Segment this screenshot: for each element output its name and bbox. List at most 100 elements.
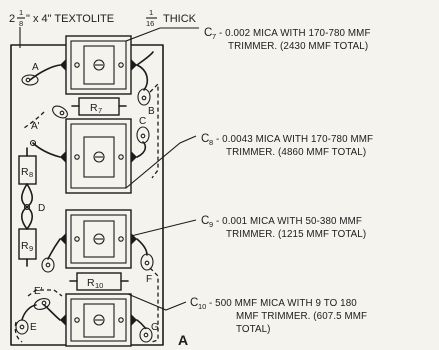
leader-c8 [125,135,197,189]
wire-c10-e-prime [43,304,61,321]
c10-line-1: - 500 MMF MICA WITH 9 TO 180 [209,298,357,309]
dim-whole: 2 [9,13,15,25]
c10-symbol: C [190,297,198,309]
point-a: A [32,62,39,73]
lug-b [137,88,151,106]
c10-left-rivet [74,317,80,323]
r8-label: R [21,166,29,178]
c10-mica-plate [83,303,115,338]
caption-c7: C 7 - 0.002 MICA WITH 170-780 MMF TRIMME… [204,27,371,52]
c9-symbol-sub: 9 [209,220,213,229]
point-c: C [139,116,146,127]
c8-right-lug [131,151,137,163]
capacitor-c7 [60,35,137,95]
c9-inner-frame [70,214,127,264]
caption-c10: C 10 - 500 MMF MICA WITH 9 TO 180 MMF TR… [190,297,367,335]
r9-sub: 9 [29,244,33,253]
point-b: B [148,106,155,117]
thick-frac-num: 1 [149,8,153,17]
wire-c9-lug [47,238,61,260]
lug-g-hole [143,332,149,338]
c7-symbol-sub: 7 [212,32,216,41]
caption-c8: C 8 - 0.0043 MICA WITH 170-780 MMF TRIMM… [201,133,373,158]
c10-symbol-sub: 10 [198,302,206,311]
lug-a [21,74,39,86]
c8-left-lug [60,151,66,163]
c7-right-rivet [118,62,124,68]
wire-c9-f [136,238,148,256]
c9-trimmer-screw [93,233,105,245]
point-g: G [151,322,159,333]
c10-left-lug [60,314,66,326]
c10-right-lug [131,314,137,326]
d-terminal [23,203,31,211]
c8-left-rivet [74,154,80,160]
c8-line-2: TRIMMER. (4860 MMF TOTAL) [226,147,366,158]
lug-r8-top [29,139,37,147]
r9-label: R [21,240,29,252]
c8-trimmer-screw [93,151,105,163]
leader-c10 [127,293,187,311]
caption-leaders [125,27,199,311]
c7-line-1: - 0.002 MICA WITH 170-780 MMF [219,28,371,39]
r7-label: R [90,102,98,114]
rear-wire-f [149,267,159,343]
point-f: F [146,274,152,285]
r10-sub: 10 [95,281,103,290]
lug-f-hole [144,260,150,266]
dim-frac-num: 1 [19,8,23,17]
wire-c7-top [136,51,154,66]
figure-letter: A [178,332,188,348]
lug-r9-end [41,257,55,273]
dim-middle: " x 4" TEXTOLITE [26,13,114,25]
c8-line-1: - 0.0043 MICA WITH 170-780 MMF [216,134,373,145]
c10-line-3: TOTAL) [236,324,271,335]
lug-a-prime-hole [59,110,65,116]
resistor-r8: R 8 [18,147,37,185]
c7-line-2: TRIMMER. (2430 MMF TOTAL) [228,41,368,52]
c8-mica-plate [83,136,115,178]
r8-sub: 8 [29,170,33,179]
lug-e [15,319,29,335]
lug-e-hole [19,324,25,330]
wire-c7-b [136,64,149,91]
c10-line-2: MMF TRIMMER. (607.5 MMF [236,311,367,322]
rear-wire-a-prime [23,111,45,129]
leader-c7 [125,27,199,42]
point-d: D [38,203,45,214]
resistor-r9: R 9 [18,228,37,267]
c10-inner-frame [70,298,127,342]
lug-f [140,253,154,271]
thick-word: THICK [163,13,197,25]
wire-c8-r8 [32,142,61,158]
rear-wiring [14,82,159,343]
capacitor-c9 [60,209,137,269]
rear-wire-e [14,321,23,343]
point-e-prime: E' [34,286,43,297]
r10-label: R [87,277,95,289]
resistor-r10: R 10 [69,272,129,291]
lug-r9-end-hole [45,262,51,268]
resistor-r7: R 7 [71,97,127,116]
capacitor-c10 [60,293,137,347]
junction-d: D [20,183,45,230]
leader-c9 [130,219,197,237]
lug-c-hole [140,133,146,139]
c10-right-rivet [118,317,124,323]
c7-inner-frame [70,40,127,90]
wire-e-e-prime [21,304,37,321]
c8-inner-frame [70,123,127,189]
board-dimension-label: 2 1 8 " x 4" TEXTOLITE 1 16 THICK [9,8,197,48]
front-wiring [21,51,154,330]
dim-frac-den: 8 [19,19,23,28]
lug-a-prime [52,105,68,119]
wire-a-c7 [29,64,61,81]
c7-right-lug [131,59,137,71]
c8-right-rivet [118,154,124,160]
c9-mica-plate [83,220,115,258]
c7-symbol: C [204,27,212,39]
wire-c10-g [136,319,147,330]
lug-e-prime [33,298,51,310]
c9-line-1: - 0.001 MICA WITH 50-380 MMF [216,216,362,227]
